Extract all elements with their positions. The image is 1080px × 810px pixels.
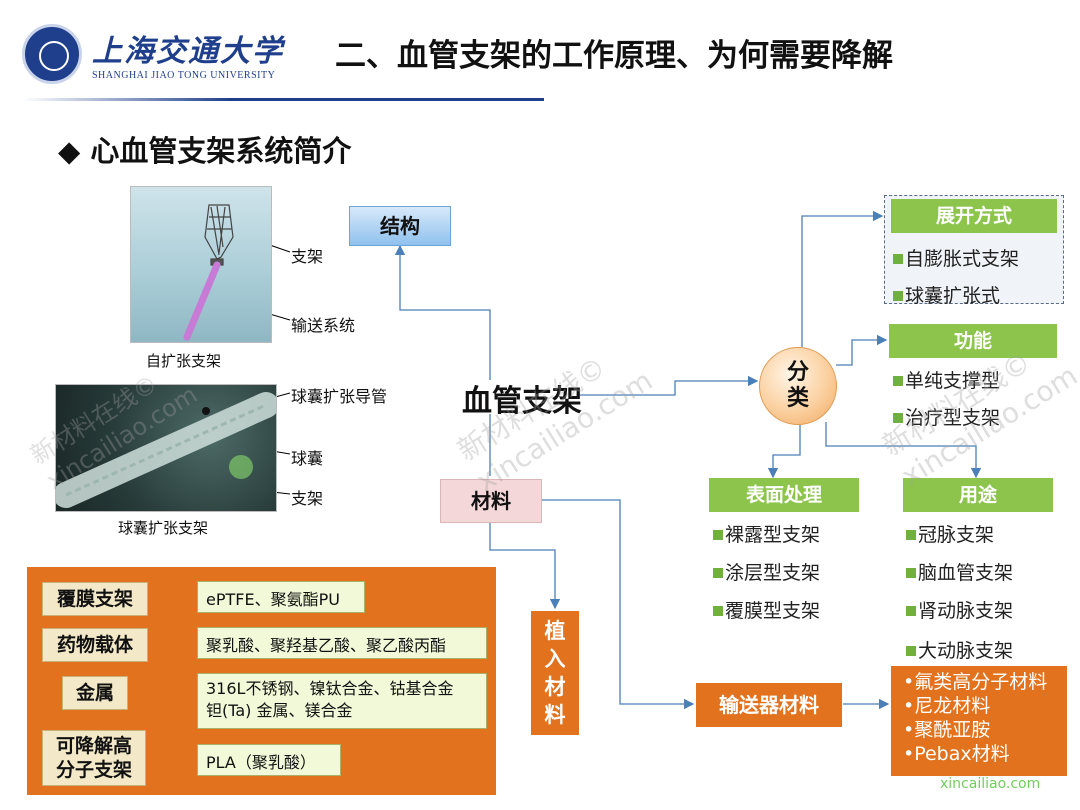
section-title: ◆ 心血管支架系统简介: [58, 134, 352, 168]
delivery-material-node: 输送器材料: [696, 683, 842, 727]
deploy-item: 自膨胀式支架: [893, 244, 1019, 271]
delivery-material-list: •氟类高分子材料 •尼龙材料 •聚酰亚胺 •Pebax材料: [891, 666, 1067, 776]
photo1-caption: 自扩张支架: [146, 352, 222, 370]
surface-item: 裸露型支架: [713, 520, 820, 547]
function-item: 治疗型支架: [893, 403, 1000, 430]
delivery-item: •尼龙材料: [903, 695, 991, 717]
function-item: 单纯支撑型: [893, 366, 1000, 393]
self-expanding-stent-photo: [130, 186, 272, 343]
usage-item: 脑血管支架: [906, 558, 1013, 585]
usage-header: 用途: [903, 478, 1053, 512]
university-logo-icon: [22, 24, 82, 84]
photo1-label-delivery: 输送系统: [291, 316, 356, 335]
delivery-item: •Pebax材料: [903, 743, 1010, 765]
deploy-item: 球囊扩张式: [893, 281, 1000, 308]
structure-node: 结构: [349, 206, 451, 246]
function-header: 功能: [889, 324, 1057, 358]
university-name-cn: 上海交通大学: [92, 34, 284, 69]
photo1-label-stent: 支架: [291, 247, 324, 266]
arrow-to-deploy: [801, 210, 884, 347]
material-node: 材料: [440, 479, 542, 523]
surface-item: 涂层型支架: [713, 558, 820, 585]
photo2-caption: 球囊扩张支架: [118, 519, 209, 537]
title-divider: [22, 98, 544, 101]
arrow-to-function: [836, 334, 888, 366]
delivery-item: •聚酰亚胺: [903, 719, 991, 741]
arrow-to-surface: [767, 425, 801, 479]
material-category: 可降解高 分子支架: [42, 730, 146, 786]
photo2-label-catheter: 球囊扩张导管: [291, 387, 388, 406]
material-category: 金属: [62, 676, 128, 710]
material-category: 药物载体: [42, 628, 148, 662]
arrow-to-classify: [580, 375, 759, 396]
delivery-item: •氟类高分子材料: [903, 671, 1048, 693]
page-title: 二、血管支架的工作原理、为何需要降解: [335, 38, 893, 74]
implant-material-node: 植入材料: [531, 611, 579, 735]
arrow-to-delivery: [540, 499, 695, 710]
university-name-en: SHANGHAI JIAO TONG UNIVERSITY: [92, 70, 276, 81]
balloon-expandable-stent-photo: [55, 384, 277, 512]
classify-node: 分类: [759, 347, 837, 425]
material-value: 316L不锈钢、镍钛合金、钴基合金 钽(Ta) 金属、镁合金: [197, 673, 487, 729]
material-value: ePTFE、聚氨酯PU: [197, 581, 365, 613]
arrow-to-usage: [825, 422, 982, 479]
photo2-label-stent: 支架: [291, 489, 324, 508]
surface-header: 表面处理: [709, 478, 859, 512]
material-category: 覆膜支架: [42, 582, 148, 616]
usage-item: 肾动脉支架: [906, 596, 1013, 623]
footer-watermark: xincailiao.com: [940, 776, 1041, 792]
photo2-label-balloon: 球囊: [291, 449, 324, 468]
usage-item: 冠脉支架: [906, 520, 994, 547]
center-node: 血管支架: [462, 384, 582, 419]
material-value: PLA（聚乳酸）: [197, 744, 341, 776]
arrow-to-structure: [394, 244, 491, 380]
surface-item: 覆膜型支架: [713, 596, 820, 623]
usage-item: 大动脉支架: [906, 636, 1013, 663]
arrow-to-implant: [489, 521, 561, 610]
material-value: 聚乳酸、聚羟基乙酸、聚乙酸丙酯: [197, 627, 487, 659]
deploy-header: 展开方式: [891, 199, 1057, 233]
